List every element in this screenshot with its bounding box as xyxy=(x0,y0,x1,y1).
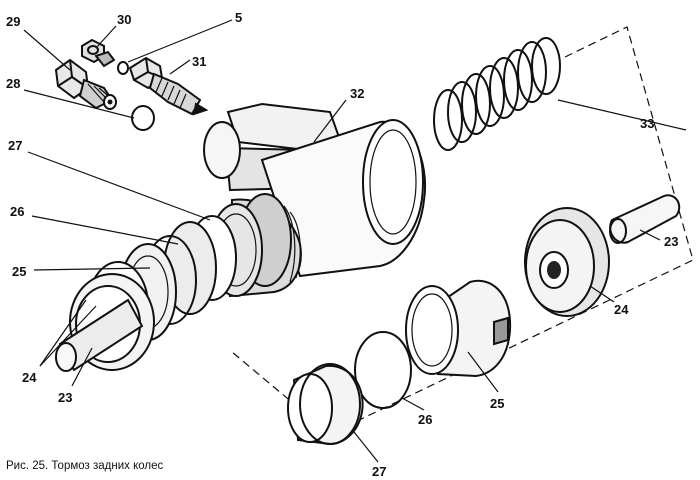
piston-25-right xyxy=(405,279,512,378)
cup-27-right xyxy=(287,363,364,446)
seal-ring-26-right xyxy=(354,331,412,409)
bleeder-screw-31 xyxy=(128,56,209,116)
callout-24-right: 24 xyxy=(614,302,629,317)
leader-lines xyxy=(23,19,687,463)
callout-26-left: 26 xyxy=(10,204,24,219)
spring-33 xyxy=(433,37,561,151)
assembled-stack xyxy=(55,203,263,372)
fitting-29 xyxy=(54,58,117,110)
callout-27-left: 27 xyxy=(8,138,22,153)
pushrod-23-right xyxy=(609,194,681,244)
callout-30: 30 xyxy=(117,12,131,27)
callout-23-left: 23 xyxy=(58,390,72,405)
callout-33: 33 xyxy=(640,116,654,131)
callout-26-right: 26 xyxy=(418,412,432,427)
callout-24-left: 24 xyxy=(22,370,37,385)
callout-27-right: 27 xyxy=(372,464,386,479)
callout-31: 31 xyxy=(192,54,206,69)
nut-30 xyxy=(81,38,116,68)
boot-24-right xyxy=(524,207,610,317)
callout-25-left: 25 xyxy=(12,264,26,279)
washer-5 xyxy=(117,61,129,75)
callout-29: 29 xyxy=(6,14,20,29)
seal-ring-28 xyxy=(131,105,155,131)
callout-23-right: 23 xyxy=(664,234,678,249)
figure-caption: Рис. 25. Тормоз задних колес xyxy=(6,460,164,472)
callout-28: 28 xyxy=(6,76,20,91)
callout-5: 5 xyxy=(235,10,242,25)
callout-labels: 29 30 5 31 28 32 27 26 25 24 23 33 23 24… xyxy=(6,10,678,479)
callout-32: 32 xyxy=(350,86,364,101)
callout-25-right: 25 xyxy=(490,396,504,411)
cylinder-body-32 xyxy=(203,102,427,298)
